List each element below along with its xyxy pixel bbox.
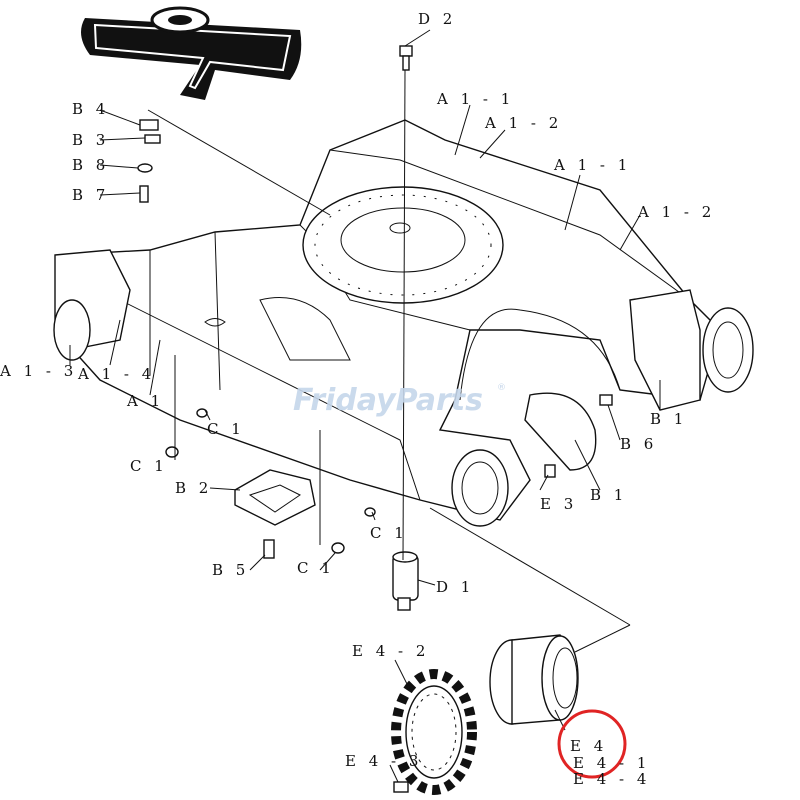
watermark-registered-mark: ® bbox=[497, 383, 506, 393]
left-end-frame bbox=[53, 249, 131, 361]
track-frame bbox=[54, 119, 721, 521]
label-a1-1-right: A 1 - 1 bbox=[553, 156, 631, 174]
label-b1-lower: B 1 bbox=[590, 486, 627, 504]
label-b1-upper: B 1 bbox=[650, 410, 687, 428]
swivel-joint bbox=[392, 551, 419, 611]
guard-bracket bbox=[234, 469, 316, 526]
label-e4-4: E 4 - 4 bbox=[573, 770, 650, 788]
label-a1-2-top: A 1 - 2 bbox=[484, 114, 562, 132]
label-b4: B 4 bbox=[72, 100, 109, 118]
label-a1-2-right: A 1 - 2 bbox=[637, 203, 715, 221]
highlight-circle bbox=[557, 709, 627, 779]
motor-housing bbox=[451, 449, 509, 527]
label-e4: E 4 bbox=[570, 737, 607, 755]
watermark-text: FridayParts bbox=[293, 383, 483, 418]
label-d2: D 2 bbox=[418, 10, 456, 28]
label-a1-3: A 1 - 3 bbox=[0, 362, 77, 380]
label-b6: B 6 bbox=[620, 435, 657, 453]
cover-plate bbox=[524, 392, 597, 471]
label-c1-b: C 1 bbox=[130, 457, 168, 475]
part-labels: D 2 A 1 - 1 A 1 - 2 A 1 - 1 A 1 - 2 B 4 … bbox=[0, 10, 715, 788]
drive-sprocket bbox=[391, 669, 477, 795]
label-e4-2: E 4 - 2 bbox=[352, 642, 429, 660]
track-chain-illustration bbox=[81, 6, 302, 100]
swing-bearing bbox=[302, 186, 504, 304]
label-a1: A 1 bbox=[126, 392, 164, 410]
label-c1-a: C 1 bbox=[207, 420, 245, 438]
hardware-parts bbox=[137, 45, 613, 559]
label-e4-1: E 4 - 1 bbox=[573, 754, 650, 772]
label-e3: E 3 bbox=[540, 495, 577, 513]
label-b5: B 5 bbox=[212, 561, 249, 579]
sprocket-bolt bbox=[393, 781, 409, 793]
leader-lines bbox=[69, 29, 661, 783]
label-b7: B 7 bbox=[72, 186, 109, 204]
label-a1-4: A 1 - 4 bbox=[77, 365, 155, 383]
final-drive-motor bbox=[489, 634, 579, 725]
label-c1-c: C 1 bbox=[370, 524, 408, 542]
watermark: FridayParts ® bbox=[293, 383, 506, 418]
label-b8: B 8 bbox=[72, 156, 109, 174]
right-drive-end bbox=[629, 289, 754, 411]
label-a1-1-top: A 1 - 1 bbox=[436, 90, 514, 108]
label-b2: B 2 bbox=[175, 479, 212, 497]
label-c1-d: C 1 bbox=[297, 559, 335, 577]
label-d1: D 1 bbox=[436, 578, 474, 596]
label-e4-3: E 4 - 3 bbox=[345, 752, 422, 770]
label-b3: B 3 bbox=[72, 131, 109, 149]
